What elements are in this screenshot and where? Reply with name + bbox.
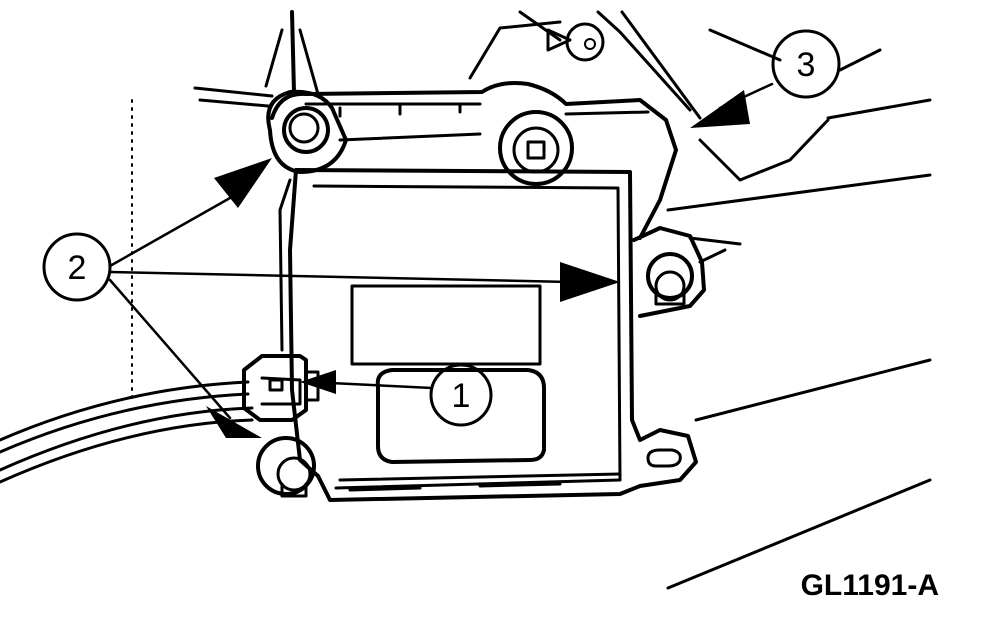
arrowhead-connector — [300, 370, 336, 394]
arrowhead-right-bolt — [560, 262, 620, 302]
arrowheads — [206, 90, 750, 438]
actuator-housing — [270, 81, 706, 502]
callout-3-label: 3 — [797, 46, 816, 84]
arrowhead-upper-bolt — [214, 158, 272, 208]
callout-1: 1 — [429, 363, 493, 427]
callout-1-label: 1 — [452, 377, 471, 415]
arrowhead-lower-bolt — [206, 406, 262, 438]
callout-2: 2 — [42, 232, 112, 302]
electrical-connector — [242, 354, 320, 422]
wiring-harness — [0, 380, 254, 484]
upper-fastener — [546, 22, 605, 62]
callout-3: 3 — [771, 29, 841, 99]
background-structure — [131, 10, 932, 590]
callout-2-label: 2 — [68, 249, 87, 287]
mounting-bolts — [256, 89, 694, 498]
arrowhead-actuator — [690, 90, 750, 128]
figure-code: GL1191-A — [801, 569, 939, 602]
